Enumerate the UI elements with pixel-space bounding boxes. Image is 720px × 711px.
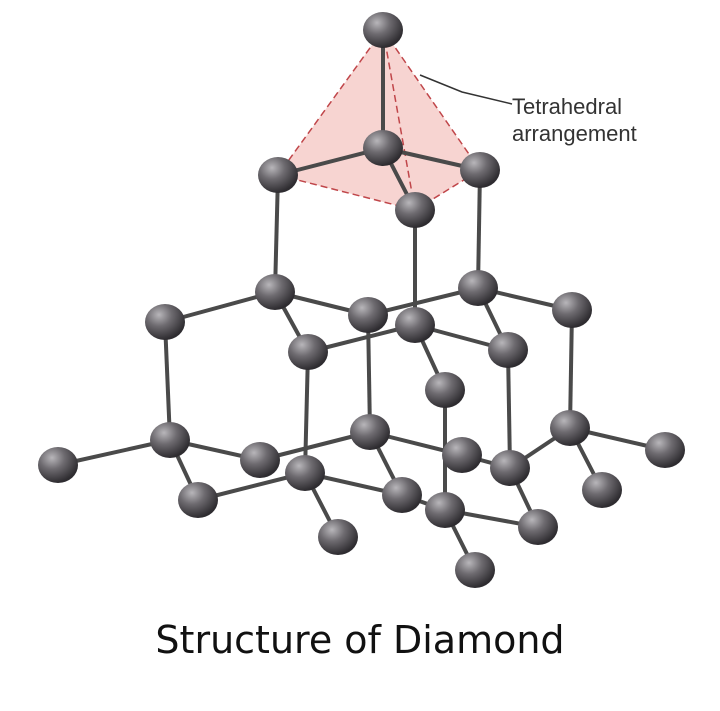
bond (476, 169, 482, 289)
carbon-atom (490, 450, 530, 486)
carbon-atom (258, 157, 298, 193)
carbon-atom (178, 482, 218, 518)
carbon-atom (488, 332, 528, 368)
carbon-atom (240, 442, 280, 478)
carbon-atom (645, 432, 685, 468)
tetrahedron-face (278, 30, 480, 210)
tetrahedron-edge (277, 174, 416, 211)
bond (273, 174, 280, 293)
carbon-atom (348, 297, 388, 333)
tetrahedron (277, 29, 481, 211)
carbon-atom (550, 410, 590, 446)
carbon-atom (460, 152, 500, 188)
carbon-atom (145, 304, 185, 340)
tetrahedron-edge (277, 29, 384, 176)
carbon-atom (442, 437, 482, 473)
carbon-atom (458, 270, 498, 306)
carbon-atom (425, 372, 465, 408)
bond (163, 321, 172, 441)
carbon-atom (395, 307, 435, 343)
callout-line-2: arrangement (512, 121, 637, 146)
bond (506, 349, 512, 469)
bond (303, 351, 310, 474)
tetrahedron-edge (382, 29, 481, 171)
carbon-atom (318, 519, 358, 555)
carbon-atom (518, 509, 558, 545)
carbon-atom (350, 414, 390, 450)
carbon-atom (285, 455, 325, 491)
carbon-atom (425, 492, 465, 528)
callout-line-1: Tetrahedral (512, 94, 623, 119)
carbon-atom (455, 552, 495, 588)
carbon-atom (363, 12, 403, 48)
atoms (38, 12, 685, 588)
carbon-atom (38, 447, 78, 483)
carbon-atom (150, 422, 190, 458)
carbon-atom (395, 192, 435, 228)
tetrahedral-callout: Tetrahedral arrangement (512, 93, 637, 147)
carbon-atom (582, 472, 622, 508)
carbon-atom (382, 477, 422, 513)
carbon-atom (288, 334, 328, 370)
diagram-caption: Structure of Diamond (155, 618, 565, 662)
bond (366, 314, 372, 433)
callout-leader-line (419, 74, 513, 105)
bond (568, 309, 574, 429)
carbon-atom (255, 274, 295, 310)
tetrahedron-edge (382, 29, 416, 211)
carbon-atom (363, 130, 403, 166)
carbon-atom (552, 292, 592, 328)
